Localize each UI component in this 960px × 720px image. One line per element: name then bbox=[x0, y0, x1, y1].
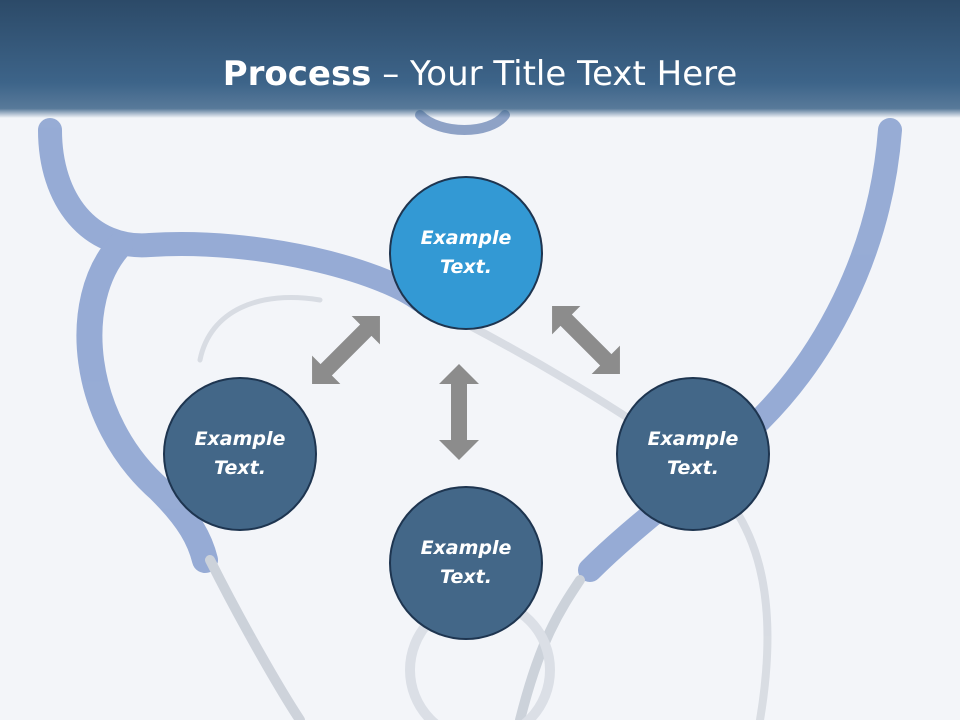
process-node-top: Example Text. bbox=[389, 176, 543, 330]
slide-title-rest: – Your Title Text Here bbox=[371, 54, 738, 94]
process-node-left: Example Text. bbox=[163, 377, 317, 531]
node-top-label: Example Text. bbox=[420, 227, 512, 278]
node-right-label: Example Text. bbox=[647, 428, 739, 479]
slide-title: Process – Your Title Text Here bbox=[0, 52, 960, 96]
node-bottom-label: Example Text. bbox=[420, 537, 512, 588]
slide-title-strong: Process bbox=[222, 54, 372, 94]
arrow-top-right bbox=[537, 291, 635, 389]
arrow-vertical bbox=[439, 364, 479, 460]
arrow-top-left bbox=[297, 301, 395, 399]
node-left-label: Example Text. bbox=[194, 428, 286, 479]
title-bar bbox=[0, 0, 960, 118]
process-node-bottom: Example Text. bbox=[389, 486, 543, 640]
process-node-right: Example Text. bbox=[616, 377, 770, 531]
